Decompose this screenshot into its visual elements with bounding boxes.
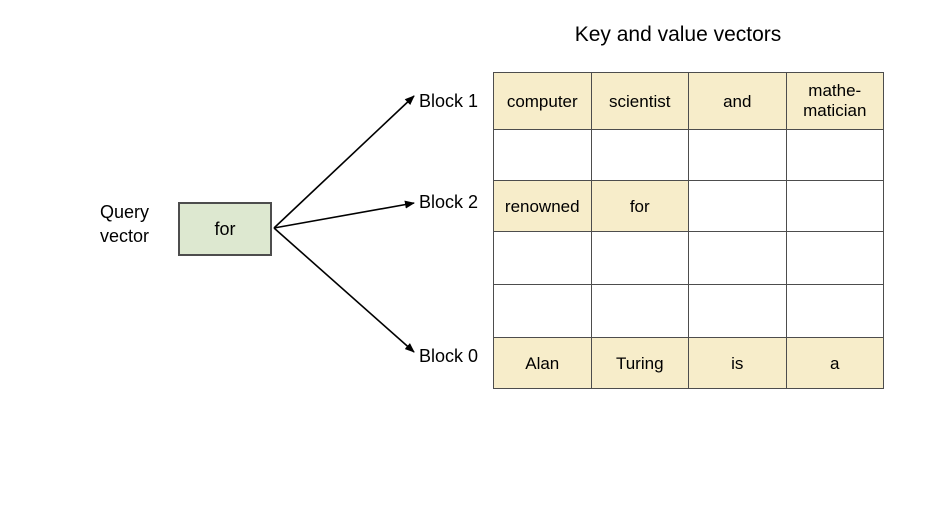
- page-title: Key and value vectors: [574, 23, 782, 46]
- block-label-0: Block 0: [419, 346, 479, 366]
- table-cell[interactable]: and: [688, 72, 787, 130]
- table-row: [493, 284, 884, 338]
- arrow-to-block-0: [273, 227, 415, 353]
- query-vector-label-line1: Query: [100, 202, 150, 222]
- table-cell[interactable]: is: [688, 337, 787, 389]
- arrow-to-block-2: [273, 200, 415, 229]
- table-cell[interactable]: [688, 284, 787, 338]
- table-cell[interactable]: [688, 180, 787, 232]
- query-vector-label: Query vector: [100, 200, 172, 248]
- table-cell[interactable]: [688, 129, 787, 181]
- table-row: [493, 231, 884, 285]
- table-cell[interactable]: mathe-matician: [785, 72, 884, 130]
- table-cell[interactable]: [785, 284, 884, 338]
- table-cell[interactable]: [493, 231, 592, 285]
- table-cell[interactable]: [688, 231, 787, 285]
- query-vector-token: for: [214, 218, 236, 239]
- table-cell[interactable]: [590, 129, 689, 181]
- table-cell[interactable]: [493, 284, 592, 338]
- table-cell[interactable]: [785, 231, 884, 285]
- table-cell[interactable]: Alan: [493, 337, 592, 389]
- table-row: [493, 129, 884, 181]
- table-cell[interactable]: renowned: [493, 180, 592, 232]
- table-cell[interactable]: [785, 129, 884, 181]
- table-cell[interactable]: computer: [493, 72, 592, 130]
- table-cell[interactable]: a: [785, 337, 884, 389]
- table-cell[interactable]: [590, 231, 689, 285]
- table-cell[interactable]: for: [590, 180, 689, 232]
- table-cell[interactable]: [590, 284, 689, 338]
- arrow-to-block-1: [273, 95, 415, 229]
- table-cell[interactable]: [493, 129, 592, 181]
- table-cell[interactable]: Turing: [590, 337, 689, 389]
- query-vector-label-line2: vector: [100, 226, 150, 246]
- table-cell[interactable]: scientist: [590, 72, 689, 130]
- block-label-1: Block 1: [419, 91, 479, 111]
- block-label-2: Block 2: [419, 192, 479, 212]
- table-cell[interactable]: [785, 180, 884, 232]
- query-vector-box[interactable]: for: [178, 202, 272, 256]
